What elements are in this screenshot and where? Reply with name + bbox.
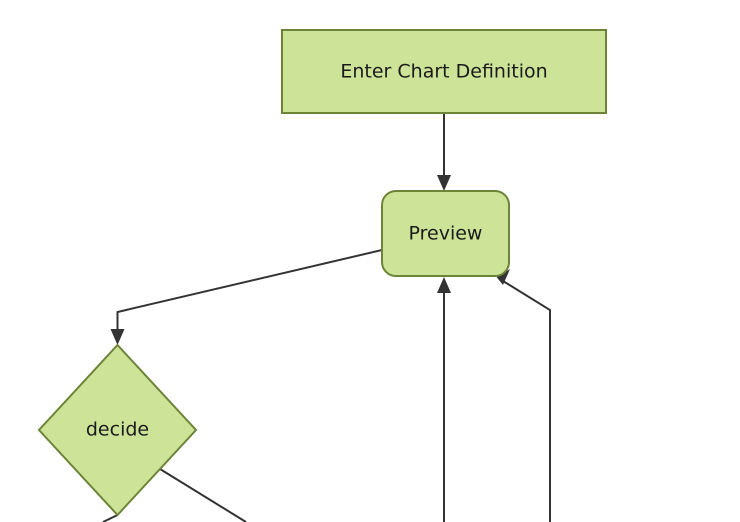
node-diamond[interactable] <box>37 343 198 517</box>
node-preview[interactable]: Preview <box>381 190 510 277</box>
node-layer: Enter Chart Definition Preview decide <box>37 29 607 517</box>
edge-decide-to-bottom-right <box>159 468 247 522</box>
node-decide[interactable]: decide <box>37 343 198 517</box>
edge-bottom-right-to-preview <box>496 269 551 522</box>
arrowhead-icon <box>496 269 510 285</box>
node-rect[interactable] <box>381 190 510 277</box>
edge-line <box>502 280 551 522</box>
node-label: Enter Chart Definition <box>340 61 547 83</box>
edge-line <box>102 514 118 522</box>
arrowhead-icon <box>437 277 451 293</box>
edge-line <box>159 468 247 522</box>
edge-layer <box>102 113 551 522</box>
node-label: Preview <box>409 223 483 245</box>
edge-enter-to-preview <box>437 113 451 191</box>
node-label: decide <box>86 419 149 441</box>
arrowhead-icon <box>437 175 451 191</box>
arrowhead-icon <box>110 329 125 345</box>
edge-decide-to-bottom-left <box>102 514 118 522</box>
node-rect[interactable] <box>281 29 607 114</box>
edge-preview-to-decide <box>110 249 383 345</box>
edge-bottom-center-to-preview <box>437 277 451 522</box>
node-enter-chart-definition[interactable]: Enter Chart Definition <box>281 29 607 114</box>
edge-line <box>116 249 383 337</box>
